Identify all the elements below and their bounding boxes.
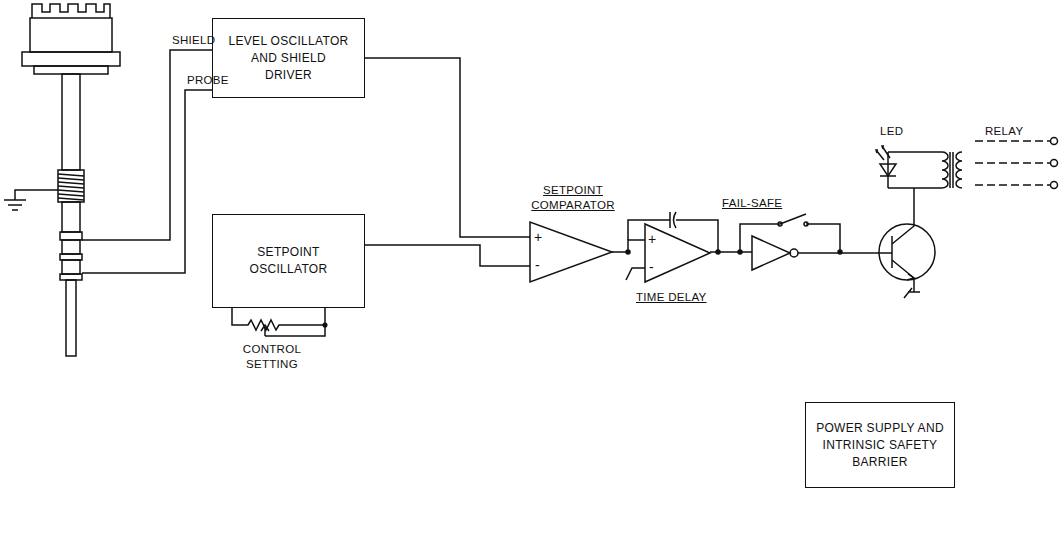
input-sign: - xyxy=(649,260,661,274)
thread-stroke xyxy=(58,194,84,196)
control-label: CONTROL SETTING xyxy=(232,342,312,372)
power-supply-box: POWER SUPPLY AND INTRINSIC SAFETY BARRIE… xyxy=(805,402,955,488)
box-text: LEVEL OSCILLATOR AND SHIELD DRIVER xyxy=(229,33,349,84)
stage-label: FAIL-SAFE xyxy=(722,196,802,211)
input-sign: - xyxy=(535,258,547,272)
oscillator-box: SETPOINT OSCILLATOR xyxy=(212,214,365,308)
part-name: LED xyxy=(880,124,920,139)
thread-stroke xyxy=(58,174,84,176)
stage-label: TIME DELAY xyxy=(636,290,726,305)
box-text: POWER SUPPLY AND INTRINSIC SAFETY BARRIE… xyxy=(815,420,945,471)
thread-stroke xyxy=(58,178,84,180)
level-probe xyxy=(22,4,120,356)
oscillator-box: LEVEL OSCILLATOR AND SHIELD DRIVER xyxy=(212,18,365,98)
input-sign: + xyxy=(648,232,660,246)
thread-stroke xyxy=(58,186,84,188)
signal-name: SHIELD xyxy=(172,33,216,48)
box-text: SETPOINT OSCILLATOR xyxy=(239,244,339,278)
signal-name: PROBE xyxy=(187,73,227,88)
input-sign: + xyxy=(534,230,546,244)
thread-stroke xyxy=(58,182,84,184)
stage-label: SETPOINT COMPARATOR xyxy=(528,183,618,213)
part-name: RELAY xyxy=(985,124,1045,139)
thread-stroke xyxy=(58,190,84,192)
thread-stroke xyxy=(58,198,84,200)
